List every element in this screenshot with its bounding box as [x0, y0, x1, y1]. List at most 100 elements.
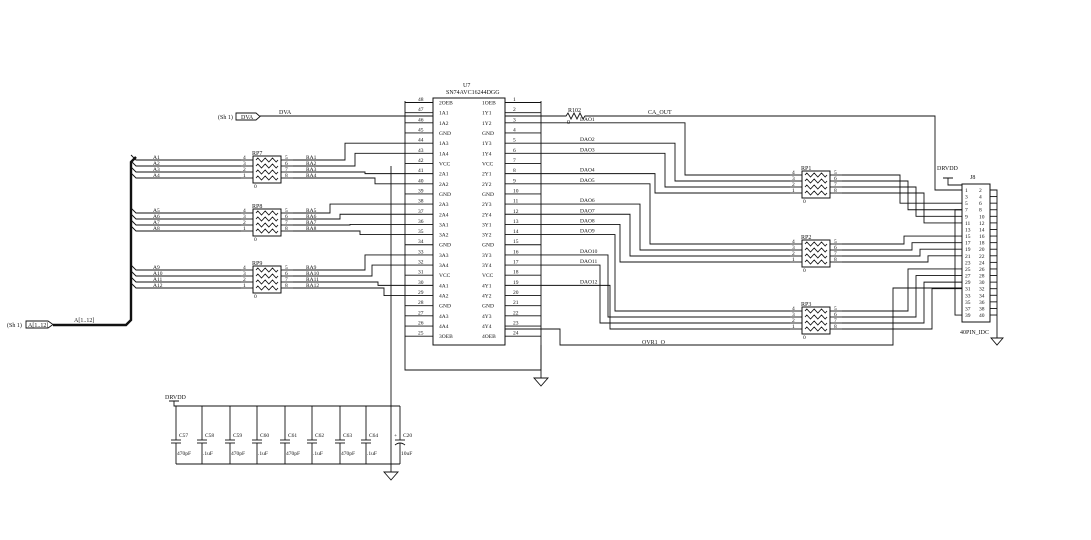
j8-pin-1: 1 — [965, 188, 968, 194]
rp-left-pin-number: 3 — [792, 245, 795, 251]
u7-pin-27-number: 27 — [418, 310, 424, 316]
dao-output-wiring: DAO1DAO2DAO3DAO4DAO5DAO6DAO7DAO8DAO9DAO1… — [541, 117, 962, 330]
capacitor-c58[interactable]: C58.1uF — [197, 406, 214, 464]
a-net-label: A1 — [153, 155, 160, 161]
u7-pin-31-number: 31 — [418, 270, 424, 276]
rp-left-pin-number: 4 — [792, 170, 795, 176]
u7-pin-34-number: 34 — [418, 239, 424, 245]
cap-value-label: .1uF — [367, 451, 377, 457]
u7-pin-36-number: 36 — [418, 219, 424, 225]
rp-ref-label: RP2 — [801, 235, 811, 241]
ra-net-label: RA2 — [306, 161, 317, 167]
capacitor-c64[interactable]: C64.1uF — [361, 406, 378, 464]
u7-pin-8-number: 8 — [513, 168, 516, 174]
j8-pin-11: 11 — [965, 221, 971, 227]
u7-pin-13-name: 3Y1 — [482, 222, 492, 228]
ovr1-net-label: OVR1_O — [642, 340, 666, 346]
u7-pin-48-number: 48 — [418, 97, 424, 103]
j8-pin-25: 25 — [965, 267, 971, 273]
j8-pin-14: 14 — [979, 227, 985, 233]
dao-net-label: DAO5 — [580, 178, 595, 184]
u7-chip[interactable]: U7 SN74AVC16244DGG 482OEB471A1461A245GND… — [405, 83, 541, 346]
cap-ref-label: C58 — [205, 433, 214, 439]
ra-net-wire — [293, 223, 405, 226]
capacitor-c60[interactable]: C60.1uF — [252, 406, 269, 464]
ra-net-label: RA1 — [306, 155, 317, 161]
rp-right-pin-number: 5 — [285, 155, 288, 161]
dao-net-wire — [541, 142, 790, 182]
u7-pin-4-name: GND — [482, 131, 494, 137]
rp-resistor-element — [255, 169, 279, 175]
ra-net-wire — [293, 254, 405, 271]
rp-left-pin-number: 2 — [792, 318, 795, 324]
j8-pin-39: 39 — [965, 313, 971, 319]
ra-net-wire — [293, 281, 405, 286]
rp-to-j8-wire — [842, 180, 962, 211]
j8-pin-30: 30 — [979, 280, 985, 286]
u7-pin-37-name: 2A4 — [439, 212, 449, 218]
u7-pin-30-name: 4A1 — [439, 283, 449, 289]
dao-net-label: DAO3 — [580, 147, 595, 153]
capacitor-c62[interactable]: C62.1uF — [307, 406, 324, 464]
rp-right-pin-number: 7 — [834, 251, 837, 257]
rp-to-j8-wire — [842, 242, 962, 251]
j8-pin-17: 17 — [965, 241, 971, 247]
rp-right-pin-number: 7 — [834, 318, 837, 324]
u7-pin-8-name: 2Y1 — [482, 172, 492, 178]
rp-resistor-element — [804, 184, 828, 190]
u7-pin-46-name: 1A2 — [439, 121, 449, 127]
u7-pin-1-name: 1OEB — [482, 101, 496, 107]
dva-offsheet-connector[interactable]: (Sh 1) DVA DVA — [218, 110, 433, 121]
c20-rail-extension — [391, 405, 400, 465]
dva-sheet-ref: (Sh 1) — [218, 114, 233, 121]
abus-net-label: A[1..12] — [74, 318, 94, 324]
dao-net-wire — [541, 173, 790, 194]
u7-pin-10-name: GND — [482, 192, 494, 198]
u7-ref: U7 — [463, 83, 470, 89]
rp-to-j8-wire — [842, 192, 962, 224]
rp-resistor-element — [255, 228, 279, 234]
rp-right-pin-number: 8 — [285, 173, 288, 179]
rp-right-pin-number: 7 — [285, 167, 288, 173]
u7-pin-40-name: 2A2 — [439, 182, 449, 188]
ra-net-label: RA9 — [306, 265, 317, 271]
u7-pin-3-number: 3 — [513, 117, 516, 123]
abus-offsheet-connector[interactable]: (Sh 1) A[1..12] A[1..12] — [7, 156, 137, 329]
r102-resistor[interactable]: R102 0 CA_OUT — [505, 108, 962, 191]
u7-pin-6-name: 1Y4 — [482, 151, 492, 157]
u7-pin-14-name: 3Y2 — [482, 233, 492, 239]
u7-pin-33-number: 33 — [418, 249, 424, 255]
rp-ref-label: RP1 — [801, 166, 811, 172]
u7-pin-5-name: 1Y3 — [482, 141, 492, 147]
u7-pin-47-number: 47 — [418, 107, 424, 113]
rp-resistor-element — [804, 190, 828, 196]
rp-right-pin-number: 7 — [285, 220, 288, 226]
u7-pin-37-number: 37 — [418, 209, 424, 215]
j8-pin-34: 34 — [979, 293, 985, 299]
a-net-label: A8 — [153, 226, 160, 232]
u7-pin-31-name: VCC — [439, 273, 451, 279]
u7-pin-38-name: 2A3 — [439, 202, 449, 208]
u7-part-number: SN74AVC16244DGG — [446, 90, 500, 96]
j8-pin-33: 33 — [965, 293, 971, 299]
dao-net-label: DAO1 — [580, 117, 595, 123]
j8-pin-31: 31 — [965, 287, 971, 293]
cap-value-label: .1uF — [313, 451, 323, 457]
u7-pin-7-number: 7 — [513, 158, 516, 164]
rp-to-j8-wire — [842, 186, 962, 217]
bus-entry-a5 — [130, 207, 241, 214]
rp-left-pin-number: 1 — [243, 173, 246, 179]
j8-pin-23: 23 — [965, 260, 971, 266]
